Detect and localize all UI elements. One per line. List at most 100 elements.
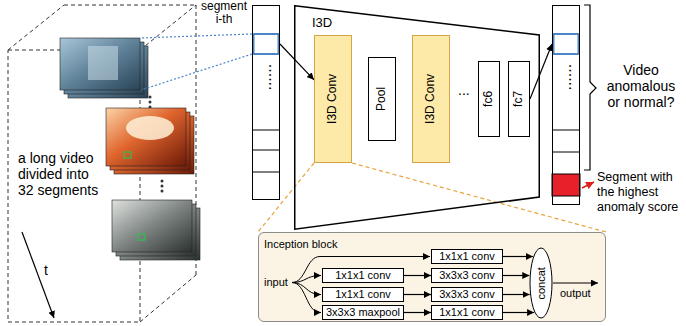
conv-box: 1x1x1 conv bbox=[431, 249, 503, 264]
pool-layer: Pool bbox=[368, 57, 396, 141]
cell-divider bbox=[252, 172, 280, 173]
question-label: Video anomalous or normal? bbox=[600, 62, 682, 110]
segment-leader bbox=[141, 34, 252, 90]
inception-ground bbox=[258, 232, 606, 322]
node-text: I3D Conv bbox=[326, 74, 340, 124]
score-cells bbox=[552, 34, 580, 196]
inception-block: Inception block 1x1x1 conv 1x1x1 conv 3x3x3… bbox=[258, 232, 606, 322]
ellipse-shape bbox=[530, 248, 552, 318]
ellipsis-dot bbox=[149, 101, 152, 104]
ellipsis-dot bbox=[149, 96, 152, 99]
connector bbox=[404, 275, 431, 276]
node-text: ...... bbox=[257, 64, 275, 91]
i3d-network: I3D I3D Conv Pool I3D Conv fc6 fc7 bbox=[294, 5, 540, 230]
segment-label: segment i-th bbox=[198, 0, 250, 26]
time-label: t bbox=[44, 262, 48, 278]
video-volume-edge bbox=[8, 5, 64, 50]
node-text: fc7 bbox=[512, 91, 526, 107]
highlight-label-box: Segment with the highest anomaly score bbox=[597, 170, 683, 215]
input-label-box: input bbox=[264, 276, 288, 289]
connector bbox=[503, 275, 529, 276]
node-text: 3x3x3 maxpool bbox=[326, 306, 400, 319]
video-volume-outline bbox=[8, 5, 196, 322]
video-frame bbox=[60, 38, 140, 90]
input-wire bbox=[292, 257, 430, 283]
connector bbox=[404, 312, 431, 313]
layer-ellipsis-box: ... bbox=[458, 82, 470, 98]
output-wire bbox=[553, 283, 598, 284]
node-text: 3x3x3 conv bbox=[439, 269, 495, 282]
video-frame bbox=[112, 200, 192, 252]
ellipsis-dot bbox=[161, 180, 164, 183]
video-frames bbox=[60, 38, 148, 98]
video-frame bbox=[106, 108, 186, 166]
cell-divider bbox=[552, 130, 580, 131]
score-column: ...... bbox=[552, 5, 580, 205]
conv-box: 1x1x1 conv bbox=[322, 287, 404, 302]
fc-layer: fc6 bbox=[478, 61, 500, 137]
detection-box bbox=[124, 152, 131, 158]
node-text: 1x1x1 conv bbox=[335, 288, 391, 301]
frame-scene bbox=[88, 46, 118, 80]
connector bbox=[280, 44, 314, 80]
zoom-line bbox=[352, 163, 606, 232]
node-text: ...... bbox=[557, 64, 575, 91]
connector bbox=[503, 256, 533, 257]
node-text: 1x1x1 conv bbox=[439, 306, 495, 319]
ellipsis-dot bbox=[161, 185, 164, 188]
ellipsis-dot bbox=[161, 190, 164, 193]
conv-box: 1x1x1 conv bbox=[431, 305, 503, 320]
node-text: fc6 bbox=[482, 91, 496, 107]
node-text: 1x1x1 conv bbox=[335, 269, 391, 282]
video-frames bbox=[106, 108, 194, 174]
i3d-conv-layer: I3D Conv bbox=[412, 35, 450, 163]
selected-segment bbox=[254, 34, 279, 54]
zoom-line bbox=[258, 163, 314, 232]
video-volume-edge bbox=[140, 275, 196, 322]
node-text: 3x3x3 conv bbox=[439, 288, 495, 301]
video-volume-edge bbox=[140, 5, 196, 50]
conv-box: 3x3x3 conv bbox=[431, 268, 503, 283]
connector bbox=[404, 294, 431, 295]
i3d-conv-layer: I3D Conv bbox=[314, 35, 352, 163]
cell-divider bbox=[252, 150, 280, 151]
output-label: output bbox=[560, 287, 591, 300]
video-caption-box: a long video divided into 32 segments bbox=[18, 150, 104, 198]
connector bbox=[530, 44, 552, 99]
conv-box: 1x1x1 conv bbox=[322, 268, 404, 283]
frame-ellipsis bbox=[161, 180, 164, 193]
node-text: I3D bbox=[312, 16, 332, 31]
segment-label-box: segment i-th bbox=[198, 0, 250, 26]
connector bbox=[503, 294, 530, 295]
node-text: I3D Conv bbox=[424, 74, 438, 124]
node-text: concat bbox=[535, 267, 548, 299]
detection-box bbox=[138, 234, 145, 240]
bracket bbox=[584, 5, 596, 170]
video-volume-edge bbox=[64, 5, 196, 6]
segment-cells bbox=[252, 34, 280, 172]
highlight-pointer bbox=[582, 182, 594, 188]
frame-ellipsis bbox=[149, 96, 152, 109]
video-frames bbox=[112, 200, 200, 260]
time-arrow bbox=[22, 232, 54, 318]
concat-node: concat bbox=[529, 247, 553, 319]
input-wire bbox=[292, 283, 321, 295]
time-label-box: t bbox=[44, 262, 48, 278]
node-text: 1x1x1 conv bbox=[439, 250, 495, 263]
leader-line bbox=[141, 54, 252, 90]
node-text: Inception block bbox=[264, 238, 337, 251]
selected-score bbox=[554, 34, 579, 54]
trapezoid-shape bbox=[295, 6, 540, 230]
segment-column: ...... bbox=[252, 5, 280, 200]
input-wire bbox=[292, 276, 321, 283]
input-wire bbox=[292, 283, 321, 313]
cell-divider bbox=[552, 152, 580, 153]
layer-ellipsis: ... bbox=[458, 82, 470, 98]
fc-layer: fc7 bbox=[508, 61, 530, 137]
highlight-label: Segment with the highest anomaly score bbox=[597, 170, 683, 215]
output-label-box: output bbox=[560, 287, 591, 300]
zoom-lines bbox=[258, 163, 606, 232]
conv-box: 3x3x3 conv bbox=[431, 287, 503, 302]
node-text: Pool bbox=[375, 87, 389, 111]
